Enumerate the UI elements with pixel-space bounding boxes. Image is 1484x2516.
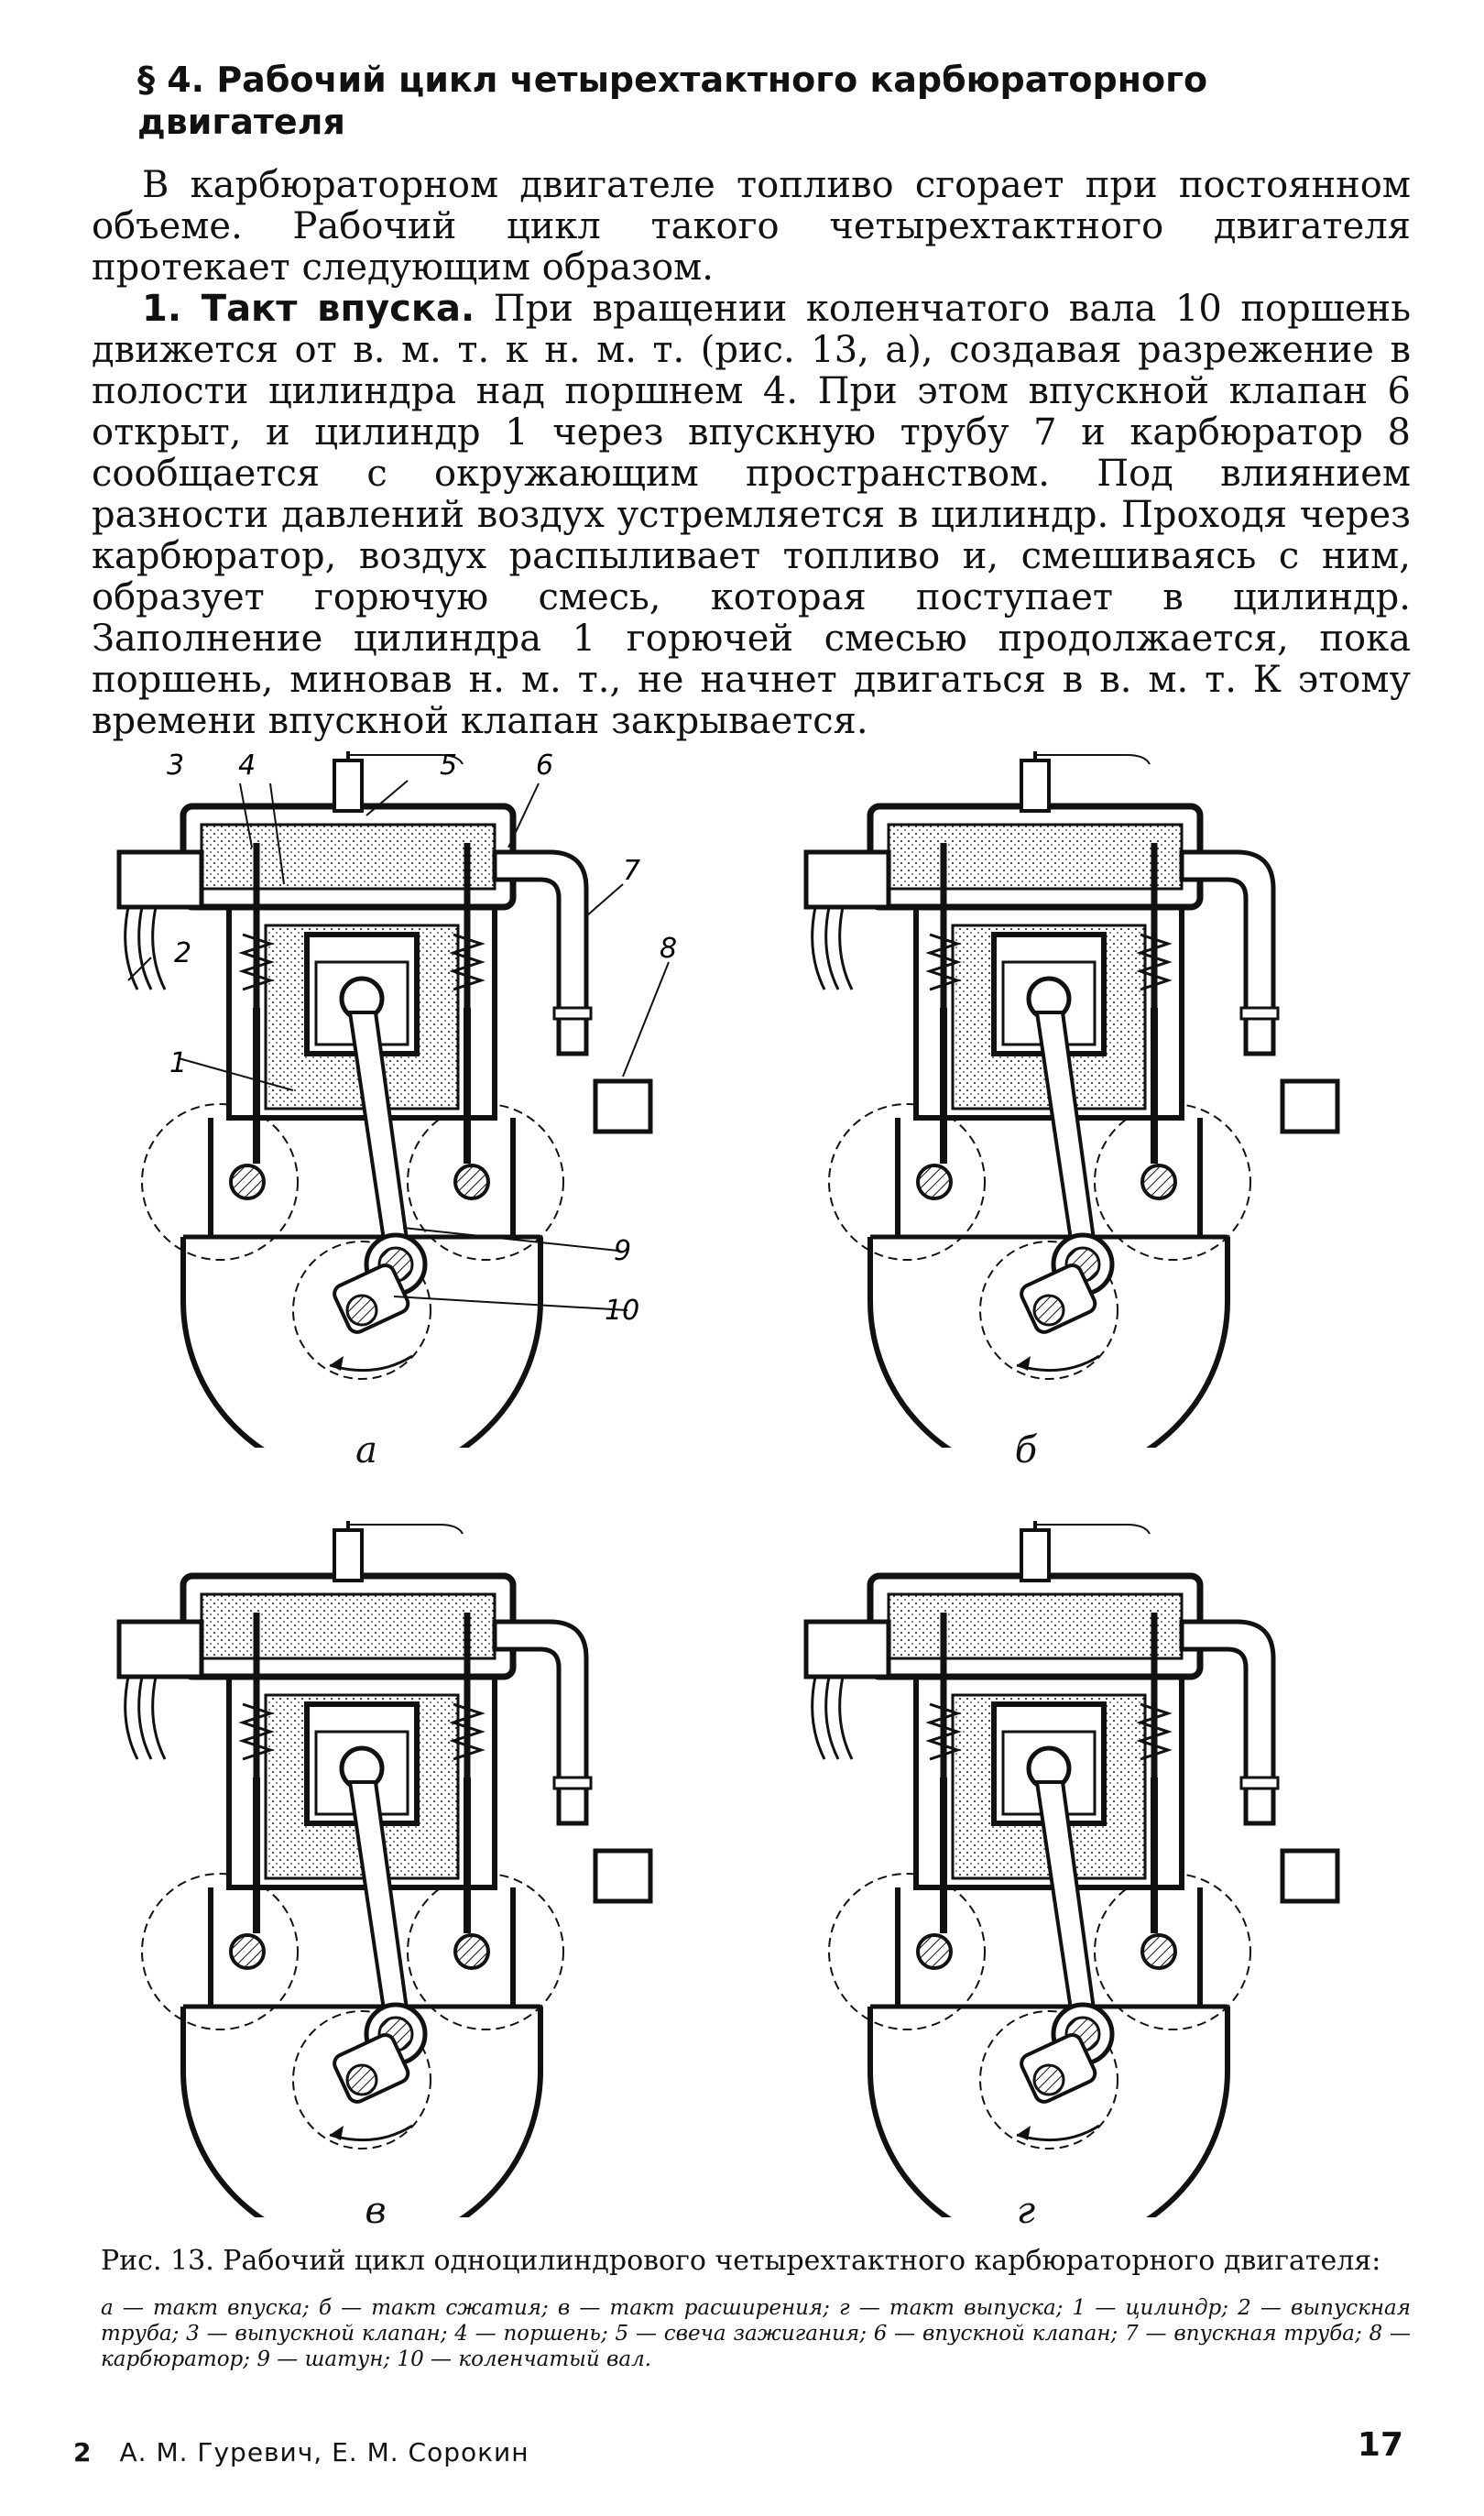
callout-6: 6 (536, 749, 553, 782)
panel-label-c: в (365, 2190, 387, 2232)
callout-4: 4 (238, 749, 256, 782)
engine-diagram-a: 1 2 3 4 5 6 7 8 9 10 (92, 733, 696, 1448)
callout-9: 9 (614, 1235, 631, 1267)
callout-5: 5 (440, 749, 457, 782)
callout-8: 8 (660, 933, 677, 965)
section-heading: § 4. Рабочий цикл четырехтактного карбюр… (137, 60, 1208, 142)
engine-diagram-c (92, 1503, 696, 2217)
callout-7: 7 (623, 855, 640, 887)
panel-label-b: б (1014, 1429, 1038, 1471)
engine-diagram-b (788, 733, 1374, 1448)
panel-label-a: а (355, 1429, 377, 1471)
callout-1: 1 (169, 1047, 187, 1079)
page-number: 17 (1357, 2426, 1403, 2464)
engine-diagram-d (788, 1503, 1374, 2217)
callout-10: 10 (605, 1295, 639, 1327)
figure-legend: а — такт впуска; б — такт сжатия; в — та… (101, 2296, 1411, 2371)
callout-2: 2 (174, 937, 191, 969)
paragraph-intake-stroke: 1. Такт впуска. При вращении коленчатого… (92, 289, 1411, 742)
footer-authors: 2 А. М. Гуревич, Е. М. Сорокин (73, 2437, 529, 2467)
panel-label-d: г (1016, 2190, 1036, 2232)
figure-caption: Рис. 13. Рабочий цикл одноцилиндрового ч… (101, 2245, 1381, 2277)
paragraph-intro: В карбюраторном двигателе топливо сгорае… (92, 164, 1411, 289)
paragraph-body: При вращении коленчатого вала 10 поршень… (92, 288, 1411, 742)
callout-3: 3 (167, 749, 184, 782)
paragraph-lead: 1. Такт впуска. (142, 288, 475, 330)
signature-mark: 2 (73, 2437, 93, 2467)
authors-line: А. М. Гуревич, Е. М. Сорокин (119, 2437, 529, 2467)
